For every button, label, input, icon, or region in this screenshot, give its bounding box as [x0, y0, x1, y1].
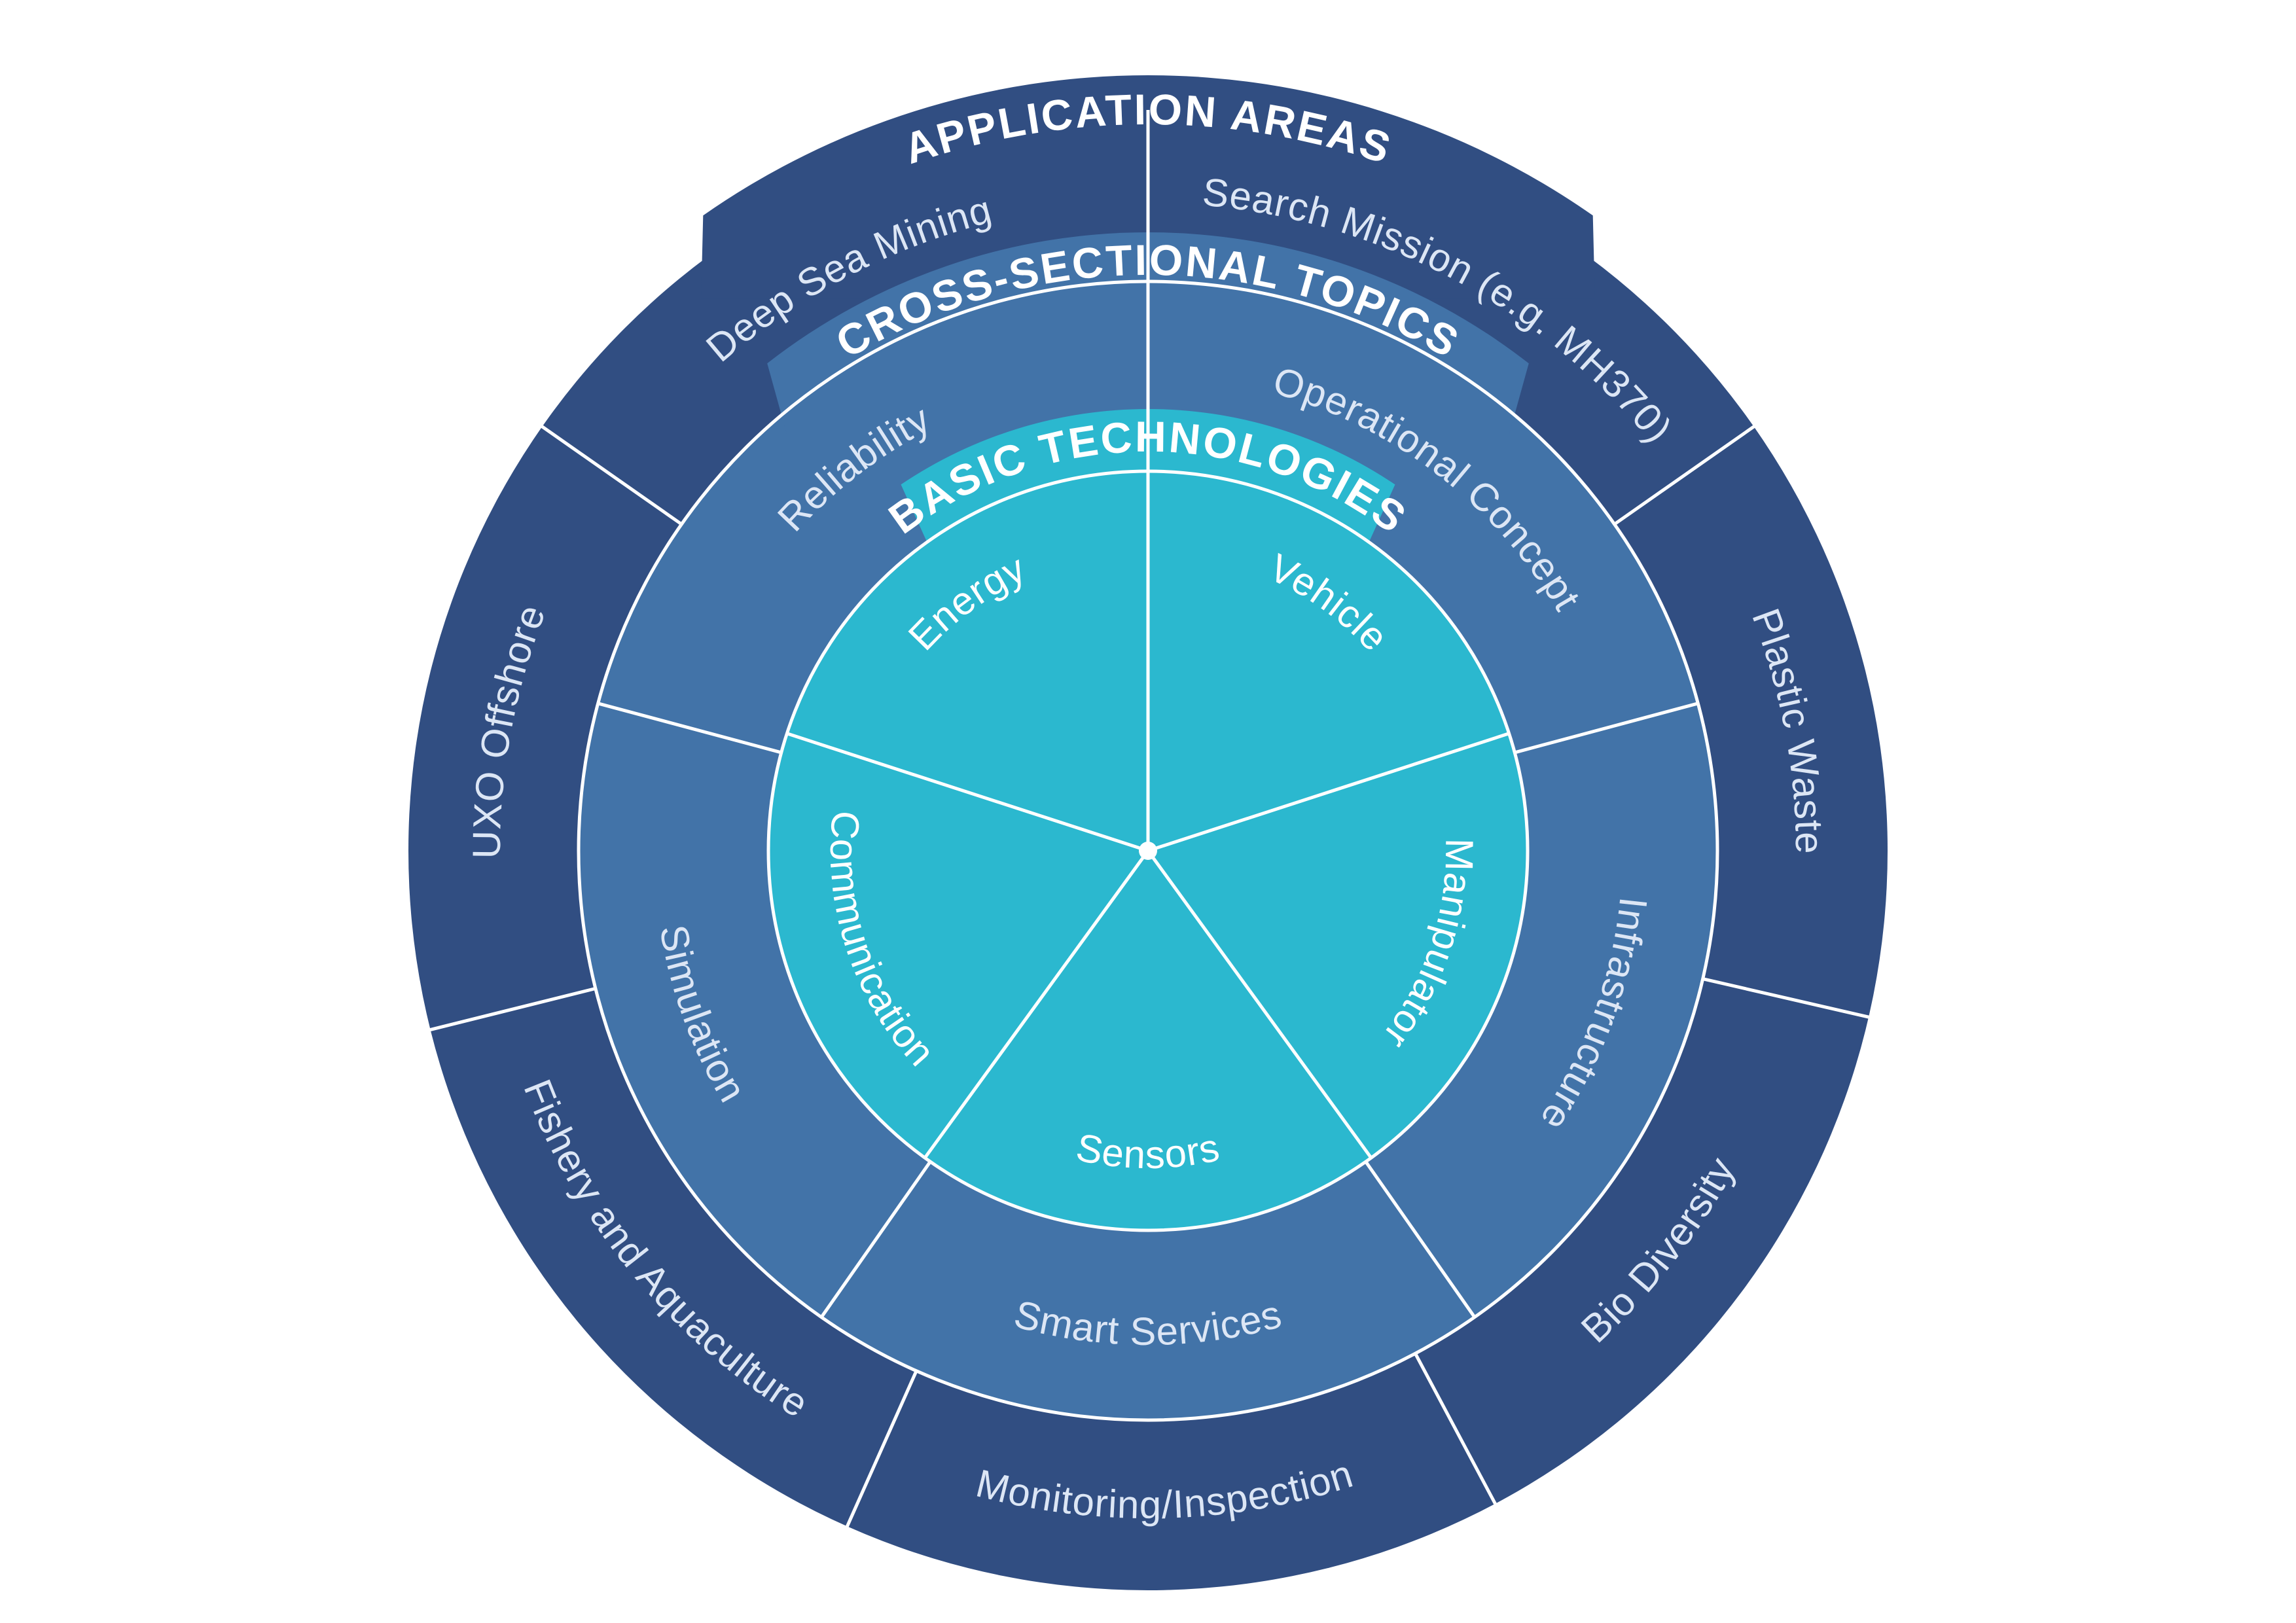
basic-technologies-dividers: [786, 471, 1510, 1159]
basic-technologies-divider: [924, 849, 1150, 1159]
application-areas-dividers: [428, 110, 1871, 1529]
basic-technologies-divider: [1146, 849, 1372, 1159]
application-areas-divider: [1613, 424, 1756, 526]
cross-sectional-topics-divider: [1364, 1160, 1477, 1319]
cross-sectional-topics-dividers: [597, 281, 1699, 1319]
application-areas-divider: [540, 424, 683, 526]
basic-technologies-divider: [786, 732, 1149, 853]
basic-technologies-divider: [1147, 732, 1510, 853]
basic-technology-label: Sensors: [1073, 1125, 1223, 1177]
application-areas-divider: [428, 987, 596, 1032]
application-areas-divider: [1702, 977, 1871, 1020]
cross-sectional-topics-divider: [1514, 702, 1699, 755]
cross-sectional-topics-divider: [597, 702, 782, 755]
application-areas-divider: [845, 1370, 918, 1529]
application-areas-divider: [1414, 1353, 1498, 1506]
cross-sectional-topics-divider: [819, 1160, 932, 1319]
center-dot: [1139, 842, 1157, 860]
